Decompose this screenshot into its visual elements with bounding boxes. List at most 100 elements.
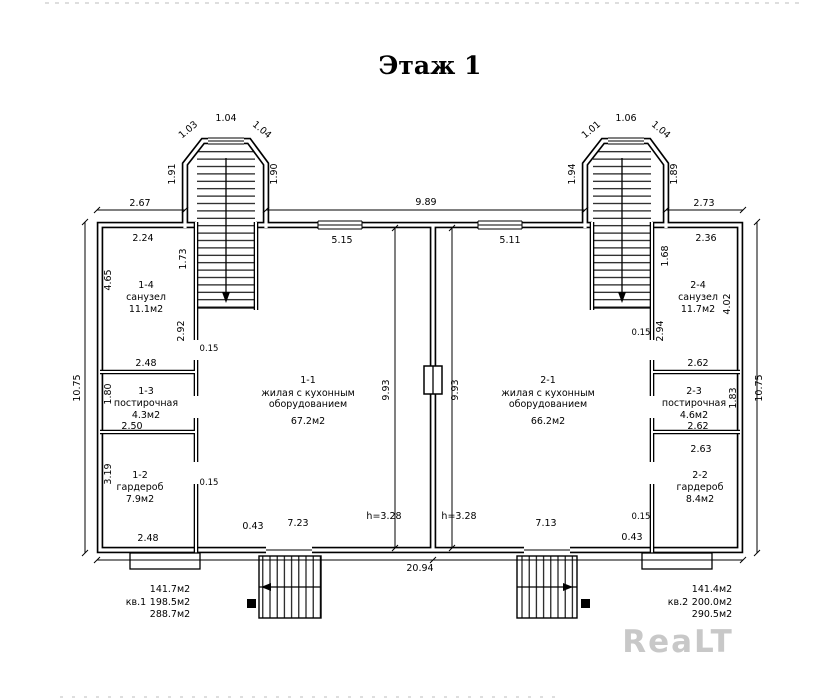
room-2-2-id: 2-2	[692, 470, 708, 481]
dimension-label: 2.94	[655, 320, 666, 341]
apt2-area-1: 141.4м2	[692, 584, 732, 595]
dimension-label: 0.43	[621, 532, 642, 543]
dimension-label: 7.23	[287, 518, 308, 529]
room-2-4-id: 2-4	[690, 280, 706, 291]
dimension-label: 1.06	[615, 113, 636, 124]
dimension-label: 3.19	[103, 463, 114, 484]
room-1-1-name1: жилая с кухонным	[261, 388, 355, 399]
bottom-right-stair	[516, 555, 590, 619]
dimension-label: 0.15	[632, 512, 651, 522]
dimension-label: 9.89	[415, 197, 436, 208]
dimension-label: 2.48	[137, 533, 158, 544]
apt1-area-3: 288.7м2	[150, 609, 190, 620]
room-labels: 1-4 санузел 11.1м2 1-3 постирочная 4.3м2…	[114, 280, 726, 505]
dimension-lines	[81, 206, 761, 564]
dimension-label: 5.15	[331, 235, 352, 246]
room-2-1-id: 2-1	[540, 375, 556, 386]
apt1-area-2: 198.5м2	[150, 597, 190, 608]
dimension-label: 5.11	[499, 235, 520, 246]
window-top-left	[317, 218, 363, 231]
dimension-label: 9.93	[381, 379, 392, 400]
room-1-4-name: санузел	[126, 292, 166, 303]
dimension-label: 1.94	[567, 163, 578, 184]
dimension-label: 20.94	[406, 563, 433, 574]
realt-watermark: ReaLT	[622, 624, 734, 660]
apartment-2-summary: 141.4м2 кв.2 200.0м2 290.5м2	[668, 584, 732, 620]
dimension-label: 1.03	[177, 119, 200, 141]
room-2-4-name: санузел	[678, 292, 718, 303]
dimension-label: 2.63	[690, 444, 711, 455]
dimension-label: 1.80	[103, 383, 114, 404]
window-left-tower	[208, 137, 244, 145]
dimension-label: 4.02	[722, 293, 733, 314]
dimension-label: 1.04	[215, 113, 236, 124]
dimension-label: 9.93	[450, 379, 461, 400]
dimension-label: 2.36	[695, 233, 716, 244]
dimension-label: 2.67	[129, 198, 150, 209]
apt2-area-2: 200.0м2	[692, 597, 732, 608]
dimension-label: 2.48	[135, 358, 156, 369]
room-1-1-id: 1-1	[300, 375, 316, 386]
page-title: Этаж 1	[379, 51, 482, 80]
apt1-label: кв.1	[126, 597, 146, 608]
window-top-right	[477, 218, 523, 231]
window-right-tower	[608, 137, 644, 145]
dimension-label: 1.73	[178, 248, 189, 269]
room-1-3-area: 4.3м2	[132, 410, 160, 421]
dimension-label: 4.65	[103, 269, 114, 290]
apartment-1-summary: 141.7м2 кв.1 198.5м2 288.7м2	[126, 584, 190, 620]
room-1-2-area: 7.9м2	[126, 494, 154, 505]
dimension-label: 1.68	[660, 245, 671, 266]
room-1-2-name: гардероб	[117, 482, 164, 493]
dimension-labels: 2.67 1.03 1.04 1.04 1.91 1.90 9.89 1.01 …	[72, 113, 765, 574]
dimension-label: 1.91	[167, 163, 178, 184]
dimension-label: 2.92	[176, 320, 187, 341]
room-2-1-name1: жилая с кухонным	[501, 388, 595, 399]
room-1-1-area: 67.2м2	[291, 416, 325, 427]
apt2-label: кв.2	[668, 597, 688, 608]
room-1-4-id: 1-4	[138, 280, 154, 291]
apt2-area-3: 290.5м2	[692, 609, 732, 620]
dimension-label: 0.15	[632, 328, 651, 338]
dimension-label: 2.62	[687, 421, 708, 432]
dimension-label: 0.43	[242, 521, 263, 532]
bottom-left-stair	[247, 555, 322, 619]
room-2-1-area: 66.2м2	[531, 416, 565, 427]
room-1-3-name: постирочная	[114, 398, 178, 409]
dimension-label: h=3.28	[441, 511, 476, 522]
dimension-label: 1.04	[649, 119, 672, 141]
left-porch	[129, 552, 201, 570]
dimension-label: 1.83	[728, 387, 739, 408]
room-2-1-name2: оборудованием	[509, 399, 587, 410]
room-1-2-id: 1-2	[132, 470, 148, 481]
dimension-label: 1.89	[669, 163, 680, 184]
room-1-3-id: 1-3	[138, 386, 154, 397]
dimension-label: 10.75	[72, 374, 83, 401]
room-2-2-name: гардероб	[677, 482, 724, 493]
dimension-label: 7.13	[535, 518, 556, 529]
room-2-3-name: постирочная	[662, 398, 726, 409]
dimension-label: 1.01	[580, 119, 603, 141]
right-stair-arrow	[618, 158, 626, 303]
dimension-label: h=3.28	[366, 511, 401, 522]
dimension-label: 2.50	[121, 421, 142, 432]
dimension-label: 2.73	[693, 198, 714, 209]
dimension-label: 0.15	[200, 344, 219, 354]
dimension-label: 2.62	[687, 358, 708, 369]
dimension-label: 2.24	[132, 233, 153, 244]
apt1-area-1: 141.7м2	[150, 584, 190, 595]
room-2-4-area: 11.7м2	[681, 304, 715, 315]
dimension-label: 1.04	[250, 119, 273, 141]
right-porch	[641, 552, 713, 570]
room-2-2-area: 8.4м2	[686, 494, 714, 505]
room-1-4-area: 11.1м2	[129, 304, 163, 315]
room-2-3-area: 4.6м2	[680, 410, 708, 421]
center-wall-duct	[423, 365, 443, 395]
dimension-label: 10.75	[754, 374, 765, 401]
room-2-3-id: 2-3	[686, 386, 702, 397]
dimension-label: 0.15	[200, 478, 219, 488]
dimension-label: 1.90	[269, 163, 280, 184]
left-stair-arrow	[222, 158, 230, 303]
